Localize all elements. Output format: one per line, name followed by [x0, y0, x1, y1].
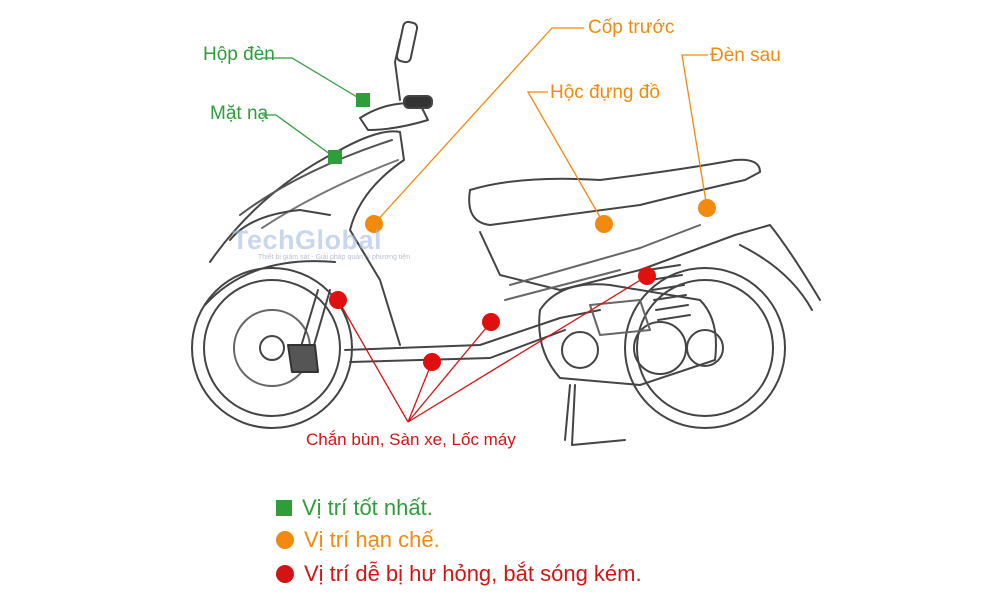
leader-lines-green — [262, 57, 363, 158]
leader-lines-orange — [373, 27, 708, 225]
legend-text-limited: Vị trí hạn chế. — [304, 527, 440, 552]
legend-item-best: Vị trí tốt nhất. — [276, 495, 433, 521]
watermark-tagline: Thiết bị giám sát - Giải pháp quản lý ph… — [258, 254, 411, 261]
legend-text-best: Vị trí tốt nhất. — [302, 495, 433, 520]
legend-item-limited: Vị trí hạn chế. — [276, 527, 440, 553]
circle-icon — [276, 565, 294, 583]
marker-hop-den — [356, 93, 370, 107]
legend-item-poor: Vị trí dễ bị hư hỏng, bắt sóng kém. — [276, 561, 642, 587]
label-hop-den: Hộp đèn — [203, 44, 275, 65]
legend-text-poor: Vị trí dễ bị hư hỏng, bắt sóng kém. — [304, 561, 642, 586]
marker-chan-bun — [329, 291, 347, 309]
marker-hoc-dung-do — [595, 215, 613, 233]
circle-icon — [276, 531, 294, 549]
label-hoc-dung-do: Hộc đựng đồ — [550, 82, 660, 103]
marker-loc-may-front — [482, 313, 500, 331]
marker-mat-na — [328, 150, 342, 164]
label-mat-na: Mặt nạ — [210, 103, 269, 124]
marker-loc-may-rear — [638, 267, 656, 285]
marker-den-sau — [698, 199, 716, 217]
label-chan-bun-san-xe-loc-may: Chắn bùn, Sàn xe, Lốc máy — [306, 430, 516, 449]
marker-cop-truoc — [365, 215, 383, 233]
watermark: TechGlobal Thiết bị giám sát - Giải pháp… — [232, 225, 410, 261]
watermark-brand: TechGlobal — [232, 225, 383, 255]
square-icon — [276, 500, 292, 516]
leader-lines-red — [337, 275, 648, 423]
marker-san-xe — [423, 353, 441, 371]
scooter-illustration — [191, 20, 821, 446]
label-cop-truoc: Cốp trước — [588, 17, 675, 38]
label-den-sau: Đèn sau — [710, 45, 781, 66]
